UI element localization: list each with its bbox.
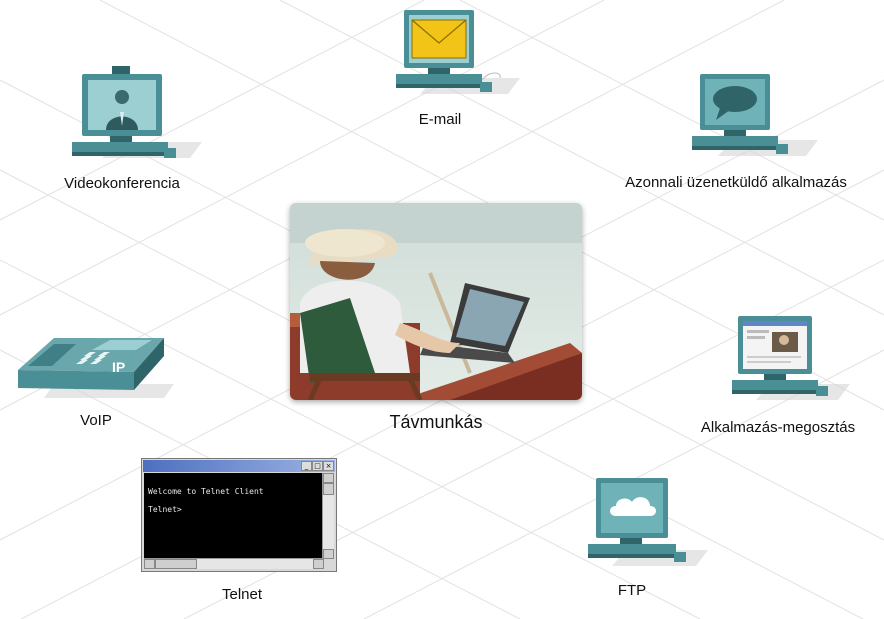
minimize-icon: _ — [301, 461, 312, 471]
scroll-h-thumb — [155, 559, 197, 569]
telnet-prompt-line: Telnet> — [148, 505, 182, 514]
video-conference-label: Videokonferencia — [64, 175, 180, 192]
ip-badge: IP — [112, 359, 125, 375]
telnet-window-icon: _ □ × Welcome to Telnet Client Telnet> — [141, 458, 337, 572]
video-conference-icon — [72, 66, 202, 158]
horizontal-scrollbar — [144, 558, 324, 569]
vertical-scrollbar — [322, 473, 334, 559]
telnet-welcome-line: Welcome to Telnet Client — [148, 487, 264, 496]
telnet-title-bar — [143, 460, 335, 472]
teleworker-photo — [290, 203, 582, 400]
email-label: E-mail — [418, 111, 462, 128]
cloud-computer-icon — [588, 478, 708, 566]
voip-label: VoIP — [80, 412, 112, 429]
scroll-down-icon — [323, 549, 334, 559]
maximize-icon: □ — [312, 461, 323, 471]
teleworker-label: Távmunkás — [389, 412, 483, 432]
telnet-label: Telnet — [221, 586, 263, 603]
instant-messaging-label: Azonnali üzenetküldő alkalmazás — [625, 174, 847, 191]
ip-phone-icon: IP — [18, 338, 174, 398]
scroll-left-icon — [144, 559, 155, 569]
scroll-up-icon — [323, 473, 334, 483]
close-icon: × — [323, 461, 334, 471]
chat-computer-icon — [692, 74, 818, 156]
scroll-right-icon — [313, 559, 324, 569]
application-sharing-icon — [732, 316, 850, 400]
email-computer-icon — [396, 10, 520, 94]
telnet-console: Welcome to Telnet Client Telnet> — [144, 473, 324, 559]
application-sharing-label: Alkalmazás-megosztás — [700, 419, 856, 436]
scroll-thumb — [323, 483, 334, 495]
ftp-label: FTP — [617, 582, 647, 599]
